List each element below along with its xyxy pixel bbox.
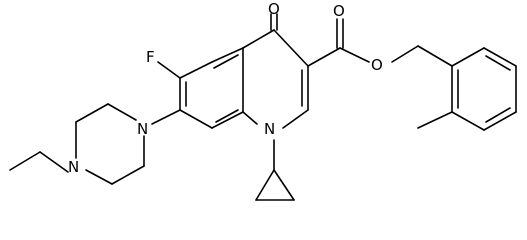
atom-o-carbonyl: O [333, 2, 345, 20]
atom-labels: O O O F N N N [68, 0, 383, 176]
molecule-structure: O O O F N N N [9, 0, 517, 201]
atom-n-piperazine-4: N [68, 158, 79, 176]
atom-o-ester: O [371, 56, 383, 74]
atom-f: F [146, 48, 155, 66]
atom-n-piperazine-1: N [137, 120, 148, 138]
bonds [9, 13, 517, 201]
atom-o-keto: O [268, 0, 280, 18]
atom-n-quinolone: N [264, 120, 275, 138]
